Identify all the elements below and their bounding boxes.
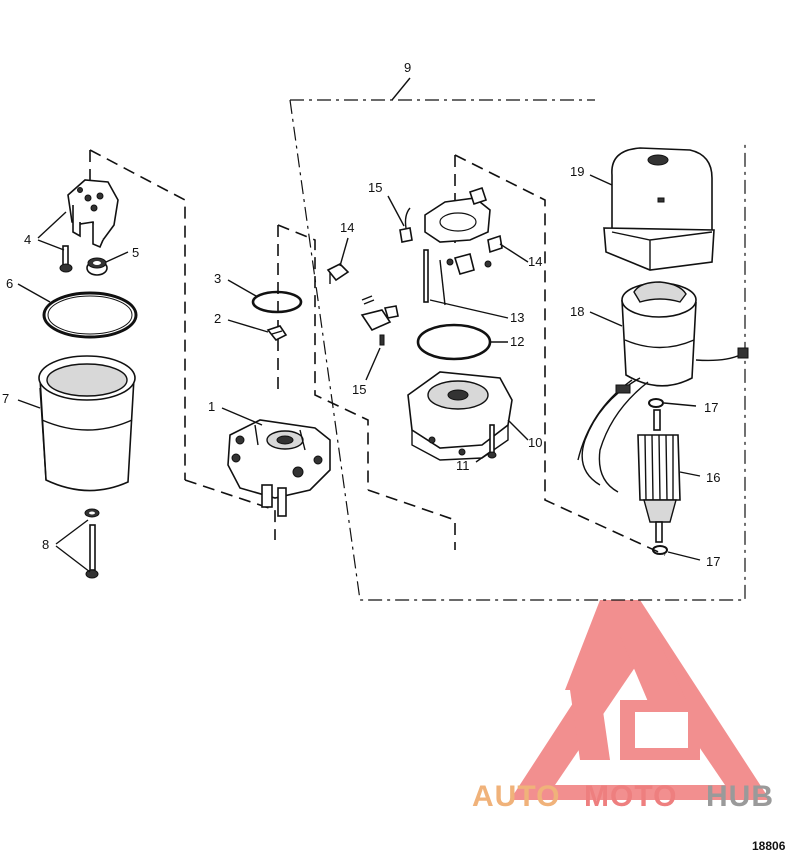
part-motor-cover-19 bbox=[603, 147, 715, 271]
callouts: 9 4 5 6 7 8 3 2 1 14 15 14 13 12 15 10 1… bbox=[2, 60, 720, 569]
callout-1: 1 bbox=[208, 399, 215, 414]
callout-12: 12 bbox=[510, 334, 524, 349]
part-o-ring-3 bbox=[251, 290, 303, 314]
watermark-text-moto: MOTO bbox=[584, 780, 677, 813]
figure-number: 18806 bbox=[752, 839, 786, 853]
callout-15-lower: 15 bbox=[352, 382, 366, 397]
part-bracket-14 bbox=[326, 263, 350, 284]
dashed-leader-left bbox=[89, 149, 276, 540]
part-field-frame-18 bbox=[577, 281, 749, 493]
part-nut-5 bbox=[86, 257, 108, 276]
part-brush-holder-14 bbox=[424, 186, 503, 275]
part-screw-4 bbox=[59, 245, 73, 273]
callout-14-left: 14 bbox=[340, 220, 354, 235]
callout-7: 7 bbox=[2, 391, 9, 406]
watermark-text-hub: HUB bbox=[706, 780, 774, 813]
callout-17-upper: 17 bbox=[704, 400, 718, 415]
part-valve-body bbox=[67, 179, 119, 249]
part-clip-2 bbox=[266, 325, 288, 342]
part-screw-8 bbox=[84, 508, 100, 579]
part-washer-17a bbox=[648, 398, 664, 408]
callout-9: 9 bbox=[404, 60, 411, 75]
callout-19: 19 bbox=[570, 164, 584, 179]
part-washer-17b bbox=[652, 545, 668, 555]
part-spring-switch-15b bbox=[360, 295, 399, 346]
callout-17-lower: 17 bbox=[706, 554, 720, 569]
callout-11: 11 bbox=[456, 458, 470, 473]
callout-2: 2 bbox=[214, 311, 221, 326]
watermark-text: AUTO MOTO HUB bbox=[472, 780, 774, 813]
dashed-leader-mid bbox=[277, 224, 456, 550]
callout-16: 16 bbox=[706, 470, 720, 485]
callout-4: 4 bbox=[24, 232, 31, 247]
callout-6: 6 bbox=[6, 276, 13, 291]
callout-15-upper: 15 bbox=[368, 180, 382, 195]
callout-8: 8 bbox=[42, 537, 49, 552]
part-reservoir-7 bbox=[38, 355, 136, 492]
part-screw-11 bbox=[487, 424, 497, 459]
watermark-text-auto: AUTO bbox=[472, 780, 560, 813]
part-armature-16 bbox=[637, 409, 681, 543]
callout-13: 13 bbox=[510, 310, 524, 325]
part-end-housing-10 bbox=[407, 371, 513, 461]
assembly-9-boundary bbox=[289, 77, 746, 601]
watermark-logo bbox=[510, 600, 770, 800]
callout-5: 5 bbox=[132, 245, 139, 260]
part-switch-15a bbox=[399, 207, 413, 243]
callout-18: 18 bbox=[570, 304, 584, 319]
part-o-ring-6 bbox=[42, 291, 138, 339]
callout-3: 3 bbox=[214, 271, 221, 286]
part-pump-body-1 bbox=[227, 419, 331, 517]
callout-14-right: 14 bbox=[528, 254, 542, 269]
leader-lines bbox=[17, 174, 701, 573]
callout-10: 10 bbox=[528, 435, 542, 450]
part-screw-13 bbox=[423, 249, 429, 303]
part-o-ring-12 bbox=[416, 323, 492, 361]
